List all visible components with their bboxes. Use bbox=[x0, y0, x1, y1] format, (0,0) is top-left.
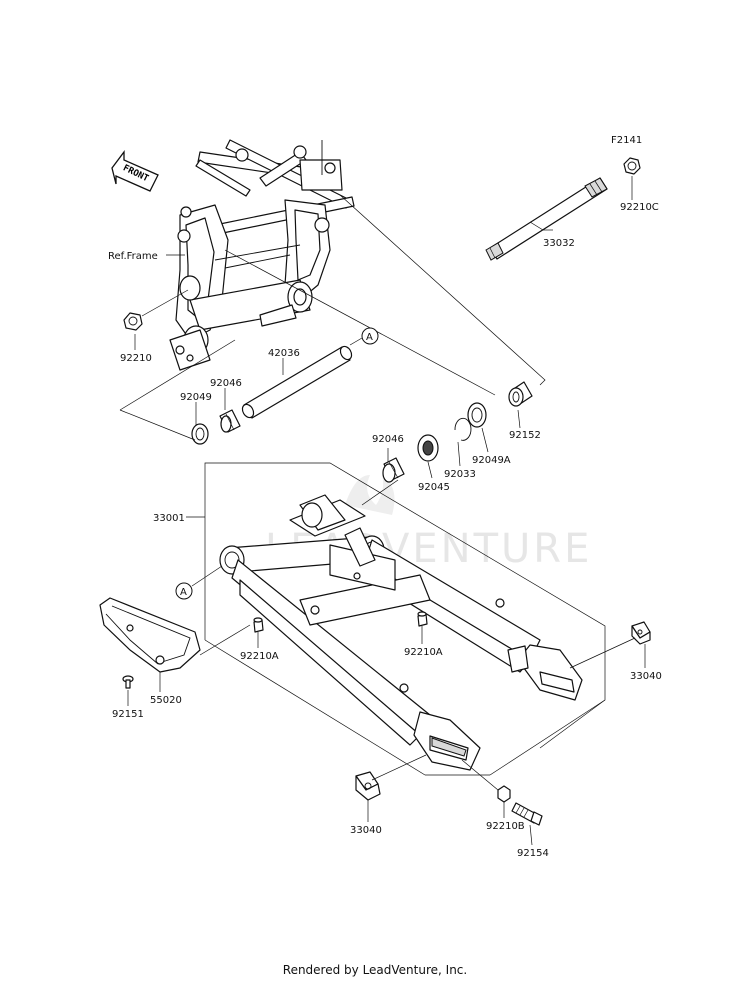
chain-guard-55020 bbox=[99, 597, 201, 673]
reference-marker-a-left: A bbox=[175, 582, 193, 600]
label-92046-upper: 92046 bbox=[210, 378, 242, 389]
label-92049a: 92049A bbox=[472, 455, 511, 466]
label-33040-right: 33040 bbox=[630, 671, 662, 682]
svg-text:A: A bbox=[180, 587, 187, 598]
nut-92210c bbox=[623, 157, 641, 175]
label-42036: 42036 bbox=[268, 348, 300, 359]
seal-92049a bbox=[467, 402, 487, 428]
bolt-92210a-left bbox=[253, 617, 264, 633]
snap-ring-92033 bbox=[454, 417, 472, 441]
label-33032: 33032 bbox=[543, 238, 575, 249]
footer-credit: Rendered by LeadVenture, Inc. bbox=[282, 963, 468, 977]
ball-bearing-92045 bbox=[417, 434, 439, 462]
label-92049: 92049 bbox=[180, 392, 212, 403]
label-92210c: 92210C bbox=[620, 202, 659, 213]
label-33040-bottom: 33040 bbox=[350, 825, 382, 836]
seal-92049 bbox=[191, 423, 209, 445]
part-labels: F2141 33032 92210C Ref.Frame 92210 42036… bbox=[108, 135, 662, 859]
front-arrow-icon: FRONT bbox=[111, 150, 159, 192]
label-92154: 92154 bbox=[517, 848, 549, 859]
label-92152: 92152 bbox=[509, 430, 541, 441]
collar-92152 bbox=[508, 381, 533, 407]
frame-assembly bbox=[169, 139, 355, 371]
label-92210a-right: 92210A bbox=[404, 647, 443, 658]
nut-92210b bbox=[497, 785, 511, 803]
label-55020: 55020 bbox=[150, 695, 182, 706]
label-f2141: F2141 bbox=[611, 135, 642, 146]
nut-92210 bbox=[123, 312, 143, 331]
label-92045: 92045 bbox=[418, 482, 450, 493]
label-ref-frame: Ref.Frame bbox=[108, 251, 158, 262]
needle-bearing-92046-lower bbox=[382, 457, 405, 483]
bolt-92210a-right bbox=[417, 611, 428, 627]
pivot-shaft-33032 bbox=[485, 177, 608, 261]
label-92151: 92151 bbox=[112, 709, 144, 720]
label-92033: 92033 bbox=[444, 469, 476, 480]
leader-lines bbox=[119, 176, 646, 846]
label-92210a-left: 92210A bbox=[240, 651, 279, 662]
label-92210b: 92210B bbox=[486, 821, 525, 832]
needle-bearing-92046-upper bbox=[219, 409, 241, 433]
label-33001: 33001 bbox=[153, 513, 185, 524]
reference-marker-a-top: A bbox=[361, 327, 379, 345]
swingarm-33001 bbox=[219, 494, 583, 771]
chain-adjuster-33040-bottom bbox=[355, 771, 381, 801]
label-92046-lower: 92046 bbox=[372, 434, 404, 445]
label-92210: 92210 bbox=[120, 353, 152, 364]
collar-42036 bbox=[241, 345, 353, 419]
chain-adjuster-33040-right bbox=[631, 621, 651, 645]
svg-text:A: A bbox=[366, 332, 373, 343]
bolt-92154 bbox=[511, 802, 543, 826]
screw-92151 bbox=[122, 675, 134, 689]
